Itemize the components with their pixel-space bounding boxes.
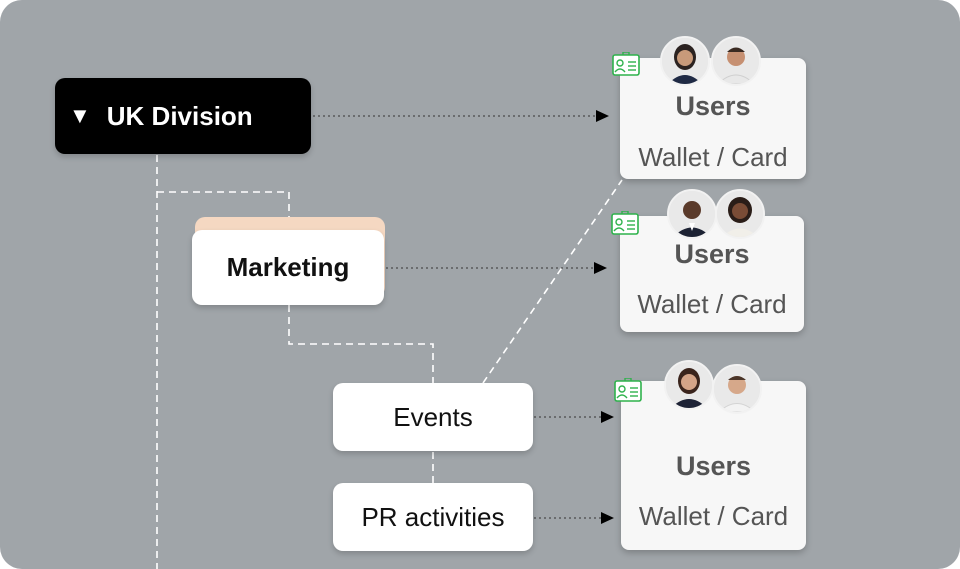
avatar [664, 360, 714, 410]
avatar [667, 189, 717, 239]
id-card-icon [612, 52, 640, 76]
org-node-label: PR activities [361, 501, 505, 532]
org-node-pr-activities[interactable]: PR activities [333, 483, 533, 551]
users-card-title: Users [674, 239, 750, 269]
arrowhead [596, 110, 609, 122]
org-node-label: UK Division [106, 100, 253, 131]
caret-down-icon[interactable]: ▼ [69, 103, 91, 128]
arrowhead [601, 411, 614, 423]
avatar [660, 36, 710, 86]
users-card[interactable]: Users Wallet / Card [620, 216, 804, 332]
users-card[interactable]: Users Wallet / Card [621, 381, 806, 550]
avatar [711, 36, 761, 86]
users-card-title: Users [675, 451, 752, 481]
arrowhead [594, 262, 607, 274]
avatar [715, 189, 765, 239]
users-card[interactable]: Users Wallet / Card [620, 58, 806, 179]
org-node-events[interactable]: Events [333, 383, 533, 451]
org-node-marketing[interactable]: Marketing [192, 230, 384, 305]
users-card-subtitle: Wallet / Card [637, 289, 787, 319]
users-card-subtitle: Wallet / Card [638, 142, 788, 172]
org-node-label: Marketing [226, 252, 350, 282]
avatar [712, 364, 762, 414]
arrowhead [601, 512, 614, 524]
tree-line-events-to-card1 [482, 179, 623, 384]
tree-line-marketing-to-events [288, 305, 434, 384]
org-node-root[interactable]: ▼ UK Division [55, 78, 311, 154]
id-card-icon [611, 211, 639, 235]
users-card-subtitle: Wallet / Card [638, 501, 789, 531]
org-node-label: Events [393, 401, 473, 432]
users-card-title: Users [675, 91, 751, 121]
id-card-icon [614, 378, 642, 402]
